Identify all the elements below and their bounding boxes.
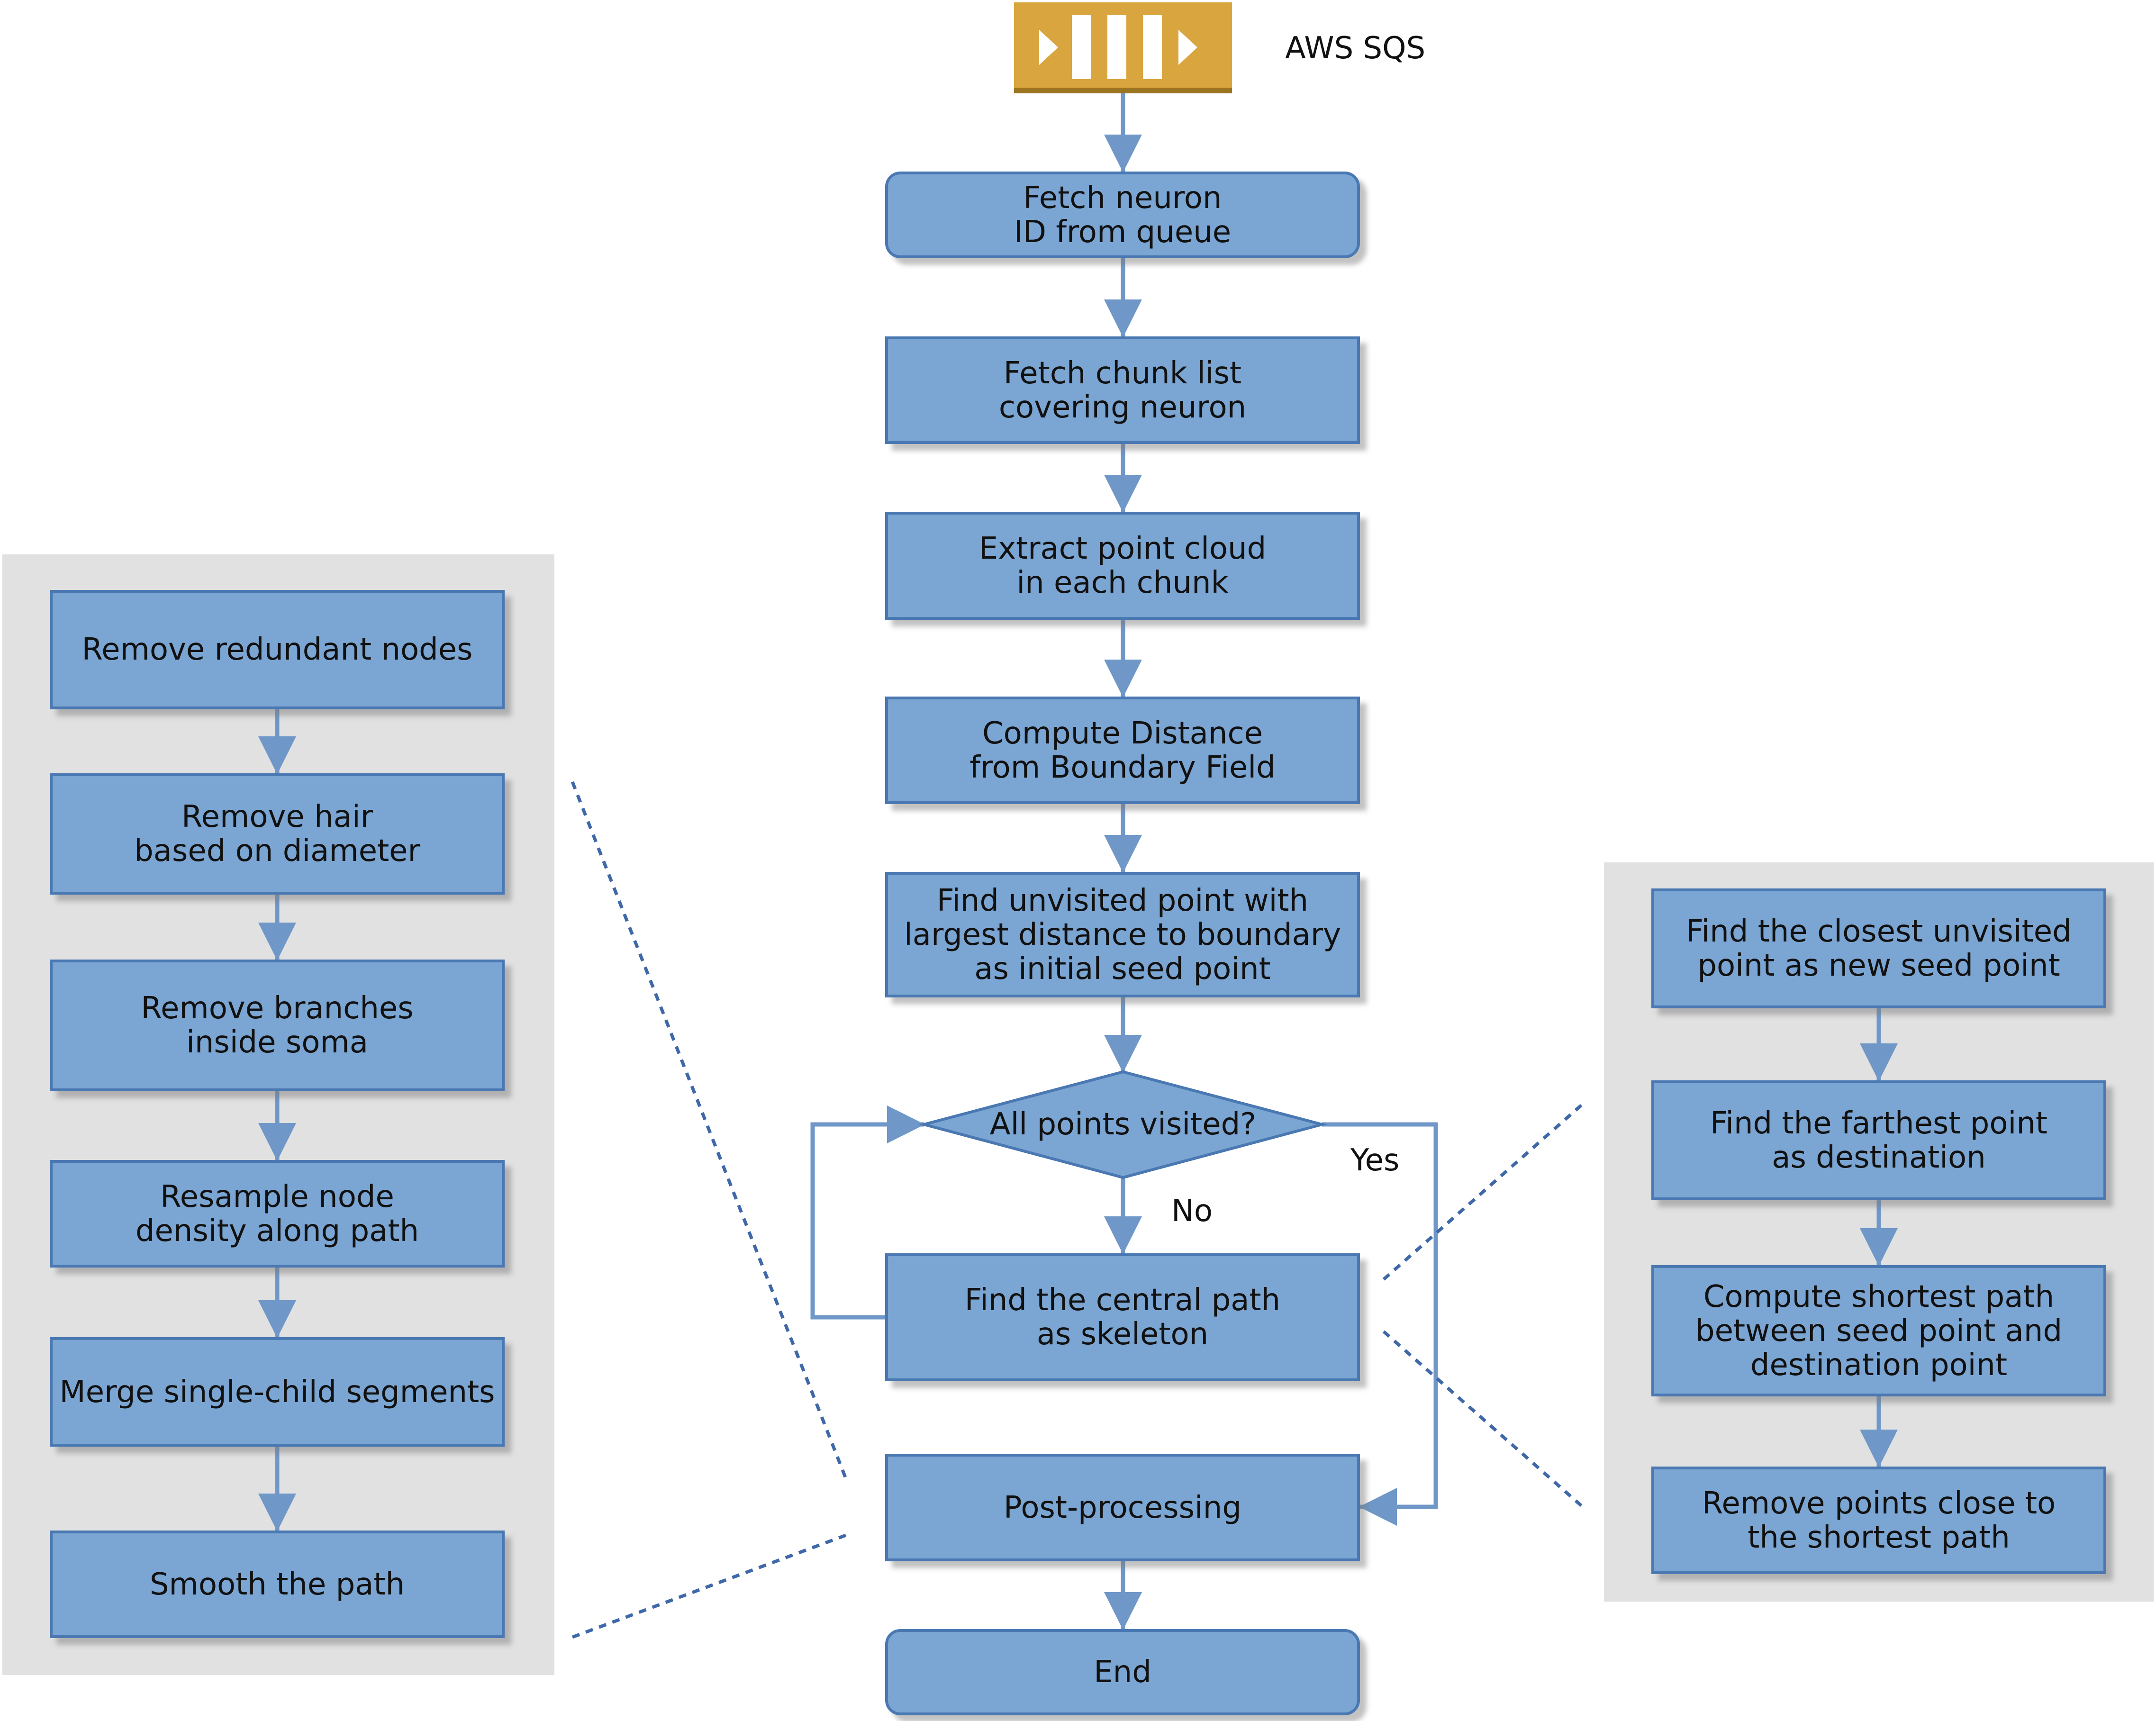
path-step-label: Find the closest unvisited point as new … bbox=[1686, 914, 2072, 983]
find-seed-label: Find unvisited point with largest distan… bbox=[904, 883, 1341, 987]
post-step-label: Remove branches inside soma bbox=[141, 991, 414, 1060]
sqs-label: AWS SQS bbox=[1285, 31, 1426, 66]
zoom-line-right-top bbox=[1382, 1103, 1584, 1281]
path-step-label: Remove points close to the shortest path bbox=[1702, 1485, 2056, 1555]
fetch-chunk-list-box: Fetch chunk list covering neuron bbox=[885, 336, 1360, 444]
zoom-line-left-bottom bbox=[571, 1533, 847, 1639]
no-label: No bbox=[1171, 1194, 1213, 1229]
find-central-path-label: Find the central path as skeleton bbox=[964, 1283, 1281, 1352]
decision-label: All points visited? bbox=[989, 1107, 1257, 1142]
post-step-label: Smooth the path bbox=[149, 1567, 405, 1602]
path-step-box: Compute shortest path between seed point… bbox=[1651, 1265, 2106, 1396]
post-step-label: Remove redundant nodes bbox=[82, 632, 473, 667]
post-processing-box: Post-processing bbox=[885, 1454, 1360, 1561]
post-step-label: Remove hair based on diameter bbox=[134, 799, 420, 869]
post-step-box: Remove hair based on diameter bbox=[50, 773, 505, 895]
find-central-path-box: Find the central path as skeleton bbox=[885, 1253, 1360, 1381]
compute-dbf-label: Compute Distance from Boundary Field bbox=[969, 716, 1276, 785]
post-step-box: Remove branches inside soma bbox=[50, 960, 505, 1091]
path-step-box: Find the farthest point as destination bbox=[1651, 1080, 2106, 1200]
post-step-label: Merge single-child segments bbox=[59, 1374, 495, 1410]
post-step-box: Resample node density along path bbox=[50, 1160, 505, 1268]
post-step-label: Resample node density along path bbox=[135, 1179, 419, 1249]
path-step-label: Compute shortest path between seed point… bbox=[1695, 1279, 2063, 1383]
extract-point-cloud-box: Extract point cloud in each chunk bbox=[885, 512, 1360, 620]
end-label: End bbox=[1094, 1655, 1151, 1690]
post-step-box: Merge single-child segments bbox=[50, 1337, 505, 1447]
arrow-decision-yes bbox=[1322, 1122, 1438, 1526]
compute-dbf-box: Compute Distance from Boundary Field bbox=[885, 697, 1360, 804]
find-seed-box: Find unvisited point with largest distan… bbox=[885, 872, 1360, 997]
zoom-line-right-bottom bbox=[1382, 1330, 1584, 1508]
extract-point-cloud-label: Extract point cloud in each chunk bbox=[978, 531, 1267, 600]
post-step-box: Remove redundant nodes bbox=[50, 590, 505, 709]
post-processing-label: Post-processing bbox=[1004, 1490, 1241, 1525]
post-step-box: Smooth the path bbox=[50, 1531, 505, 1638]
path-step-box: Find the closest unvisited point as new … bbox=[1651, 888, 2106, 1008]
yes-label: Yes bbox=[1350, 1143, 1400, 1178]
decision-diamond bbox=[918, 1070, 1328, 1179]
zoom-line-left-top bbox=[571, 781, 848, 1479]
fetch-neuron-id-label: Fetch neuron ID from queue bbox=[1014, 180, 1232, 250]
path-step-label: Find the farthest point as destination bbox=[1710, 1105, 2047, 1175]
fetch-neuron-id-box: Fetch neuron ID from queue bbox=[885, 172, 1360, 258]
fetch-chunk-list-label: Fetch chunk list covering neuron bbox=[998, 355, 1247, 425]
end-box: End bbox=[885, 1629, 1360, 1715]
path-step-box: Remove points close to the shortest path bbox=[1651, 1467, 2106, 1574]
sqs-queue-icon bbox=[1014, 2, 1232, 93]
arrow-loop-back bbox=[810, 1105, 925, 1320]
